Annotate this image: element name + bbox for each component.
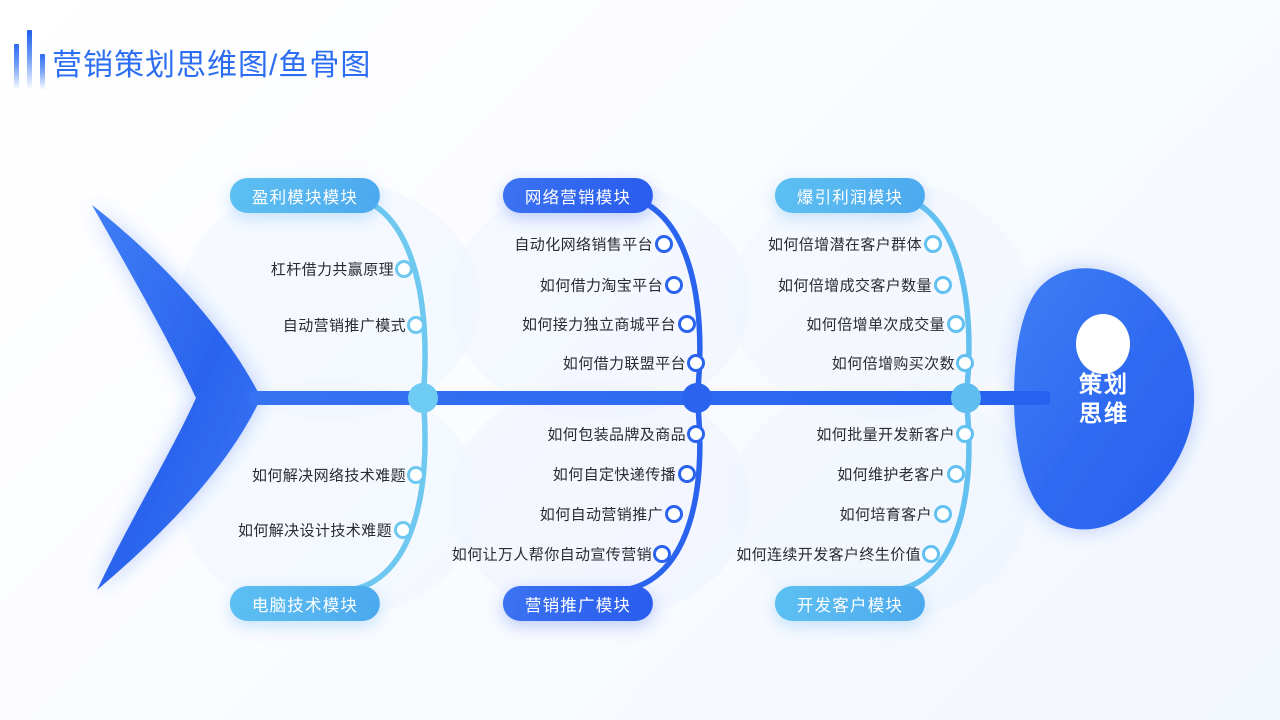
- fish-tail: [92, 205, 262, 590]
- branch-item[interactable]: 如何解决网络技术难题: [251, 467, 406, 485]
- node-dot: [687, 425, 705, 443]
- branch-item[interactable]: 如何让万人帮你自动宣传营销: [451, 546, 652, 564]
- spine-joint: [408, 383, 438, 413]
- node-dot: [665, 276, 683, 294]
- fish-head-label-line2: 思维: [1079, 401, 1129, 426]
- title-accent-bars-icon: [14, 28, 48, 90]
- node-dot: [395, 260, 413, 278]
- node-dot: [665, 505, 683, 523]
- branch-item[interactable]: 自动营销推广模式: [282, 317, 406, 335]
- branch-pill-profit-module[interactable]: 盈利模块模块: [229, 178, 381, 213]
- fish-head: [1014, 268, 1195, 530]
- node-dot: [947, 465, 965, 483]
- node-dot: [924, 235, 942, 253]
- branch-pill-network-marketing-module[interactable]: 网络营销模块: [502, 178, 654, 213]
- node-dot: [655, 235, 673, 253]
- branch-item[interactable]: 如何解决设计技术难题: [237, 522, 392, 540]
- node-dot: [407, 466, 425, 484]
- branch-item[interactable]: 如何借力淘宝平台: [539, 277, 663, 295]
- node-dot: [687, 354, 705, 372]
- fish-spine: [250, 391, 1050, 405]
- branch-pill-marketing-promotion-module[interactable]: 营销推广模块: [502, 586, 654, 621]
- page-title: 营销策划思维图/鱼骨图: [52, 49, 372, 82]
- branch-item[interactable]: 如何包装品牌及商品: [547, 426, 686, 444]
- branch-item[interactable]: 如何维护老客户: [837, 466, 945, 484]
- branch-pill-computer-tech-module[interactable]: 电脑技术模块: [229, 586, 381, 621]
- slide-header: 营销策划思维图/鱼骨图: [0, 0, 1280, 110]
- node-dot: [653, 545, 671, 563]
- node-dot: [956, 354, 974, 372]
- fish-head-label: 策划 思维: [1079, 370, 1129, 428]
- branch-item[interactable]: 如何倍增成交客户数量: [777, 277, 932, 295]
- spine-joint: [951, 383, 981, 413]
- fish-head-label-line1: 策划: [1079, 372, 1129, 397]
- branch-item[interactable]: 杠杆借力共赢原理: [270, 261, 394, 279]
- branch-item[interactable]: 如何倍增购买次数: [831, 355, 955, 373]
- branch-curve-computer-tech-module: [347, 395, 428, 593]
- spine-joints: [408, 383, 981, 413]
- accent-bar-2: [27, 30, 32, 90]
- spine-joint: [682, 383, 712, 413]
- node-dot: [678, 465, 696, 483]
- branch-item[interactable]: 如何自动营销推广: [539, 506, 663, 524]
- branch-pill-explosive-profit-module[interactable]: 爆引利润模块: [774, 178, 926, 213]
- branch-item[interactable]: 如何借力联盟平台: [562, 355, 686, 373]
- accent-bar-3: [40, 54, 45, 90]
- node-dot: [407, 316, 425, 334]
- node-dot: [922, 545, 940, 563]
- node-dot: [394, 521, 412, 539]
- branch-node-dots: [394, 235, 974, 563]
- branch-item[interactable]: 如何连续开发客户终生价值: [736, 546, 921, 564]
- branch-item[interactable]: 如何培育客户: [839, 506, 932, 524]
- node-dot: [947, 315, 965, 333]
- accent-bar-1: [14, 44, 19, 90]
- fish-eye: [1076, 314, 1130, 374]
- node-dot: [934, 276, 952, 294]
- branch-item[interactable]: 如何倍增潜在客户群体: [767, 236, 922, 254]
- node-dot: [678, 315, 696, 333]
- branch-item[interactable]: 如何批量开发新客户: [816, 426, 955, 444]
- node-dot: [956, 425, 974, 443]
- branch-item[interactable]: 如何接力独立商城平台: [521, 316, 676, 334]
- branch-item[interactable]: 如何倍增单次成交量: [806, 316, 945, 334]
- branch-item[interactable]: 自动化网络销售平台: [514, 236, 653, 254]
- branch-item[interactable]: 如何自定快递传播: [552, 466, 676, 484]
- background-glow: [180, 180, 1030, 620]
- node-dot: [934, 505, 952, 523]
- branch-pill-customer-development-module[interactable]: 开发客户模块: [774, 586, 926, 621]
